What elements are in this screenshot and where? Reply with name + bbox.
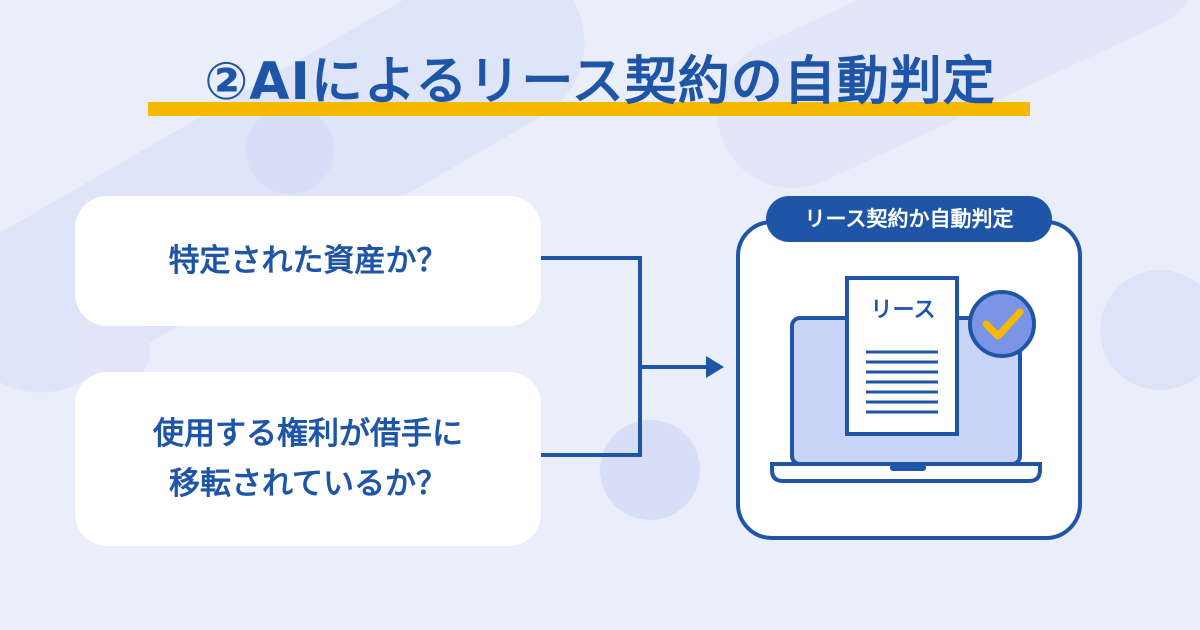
arrow-head-icon [706, 356, 724, 378]
laptop-icon [770, 276, 1042, 483]
question-box-asset: 特定された資産か？ [75, 196, 541, 326]
laptop-notch [890, 464, 926, 471]
question-text-asset: 特定された資産か？ [168, 243, 448, 279]
question-box-right-of-use: 使用する権利が借手に 移転されているか？ [75, 372, 541, 546]
check-icon [968, 290, 1036, 358]
title-block: ②AIによるリース契約の自動判定 [140, 50, 1060, 120]
result-badge: リース契約か自動判定 [766, 196, 1052, 242]
document-icon [845, 276, 959, 436]
question-text-right-of-use: 使用する権利が借手に 移転されているか？ [153, 416, 463, 502]
page-title: ②AIによるリース契約の自動判定 [204, 52, 996, 112]
document-lines [866, 350, 938, 414]
document-label: リース [870, 298, 936, 323]
laptop-base [770, 462, 1042, 483]
title-highlight [148, 102, 1030, 116]
bracket-line [541, 256, 642, 457]
